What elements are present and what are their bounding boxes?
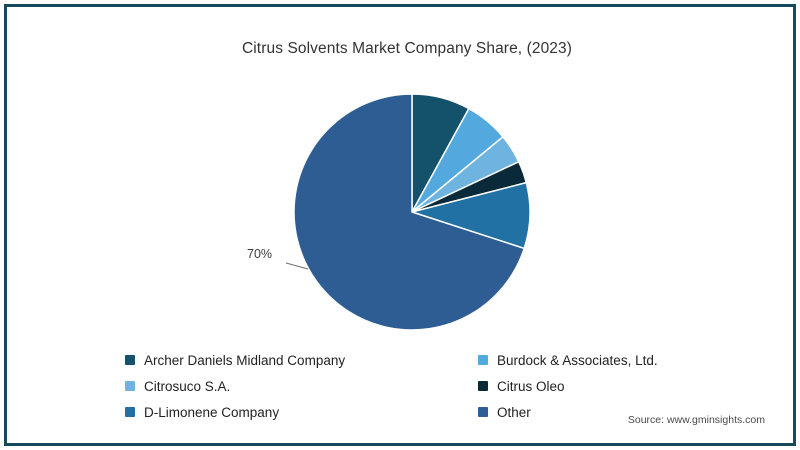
pie-chart-svg (294, 94, 530, 330)
legend-swatch-icon (125, 381, 135, 391)
legend-item[interactable]: Citrus Oleo (478, 373, 658, 399)
legend-item-label: Citrosuco S.A. (144, 378, 231, 394)
legend-item-label: Burdock & Associates, Ltd. (497, 352, 658, 368)
legend-swatch-icon (125, 407, 135, 417)
page-title: Citrus Solvents Market Company Share, (2… (241, 40, 573, 57)
pie-slice-group (294, 94, 530, 330)
legend-swatch-icon (478, 381, 488, 391)
legend-item[interactable]: Citrosuco S.A. (125, 373, 345, 399)
legend-swatch-icon (478, 355, 488, 365)
legend-item[interactable]: Archer Daniels Midland Company (125, 347, 345, 373)
pie-percent-label-other: 70% (247, 247, 273, 261)
legend-item[interactable]: Other (478, 399, 658, 425)
legend-swatch-icon (125, 355, 135, 365)
legend-item-label: Other (497, 404, 531, 420)
legend-item-label: Citrus Oleo (497, 378, 565, 394)
legend-item-label: Archer Daniels Midland Company (144, 352, 346, 368)
pie-chart (294, 94, 530, 330)
legend-item-label: D-Limonene Company (144, 404, 280, 420)
source-attribution: Source: www.gminsights.com (627, 414, 765, 426)
callout-leader-line (286, 262, 308, 270)
chart-frame: Citrus Solvents Market Company Share, (2… (4, 4, 796, 446)
legend-swatch-icon (478, 407, 488, 417)
pie-slice[interactable] (294, 94, 525, 330)
legend-column-right: Burdock & Associates, Ltd. Citrus Oleo O… (478, 347, 658, 425)
legend-item[interactable]: Burdock & Associates, Ltd. (478, 347, 658, 373)
legend-column-left: Archer Daniels Midland Company Citrosuco… (125, 347, 345, 425)
legend-item[interactable]: D-Limonene Company (125, 399, 345, 425)
